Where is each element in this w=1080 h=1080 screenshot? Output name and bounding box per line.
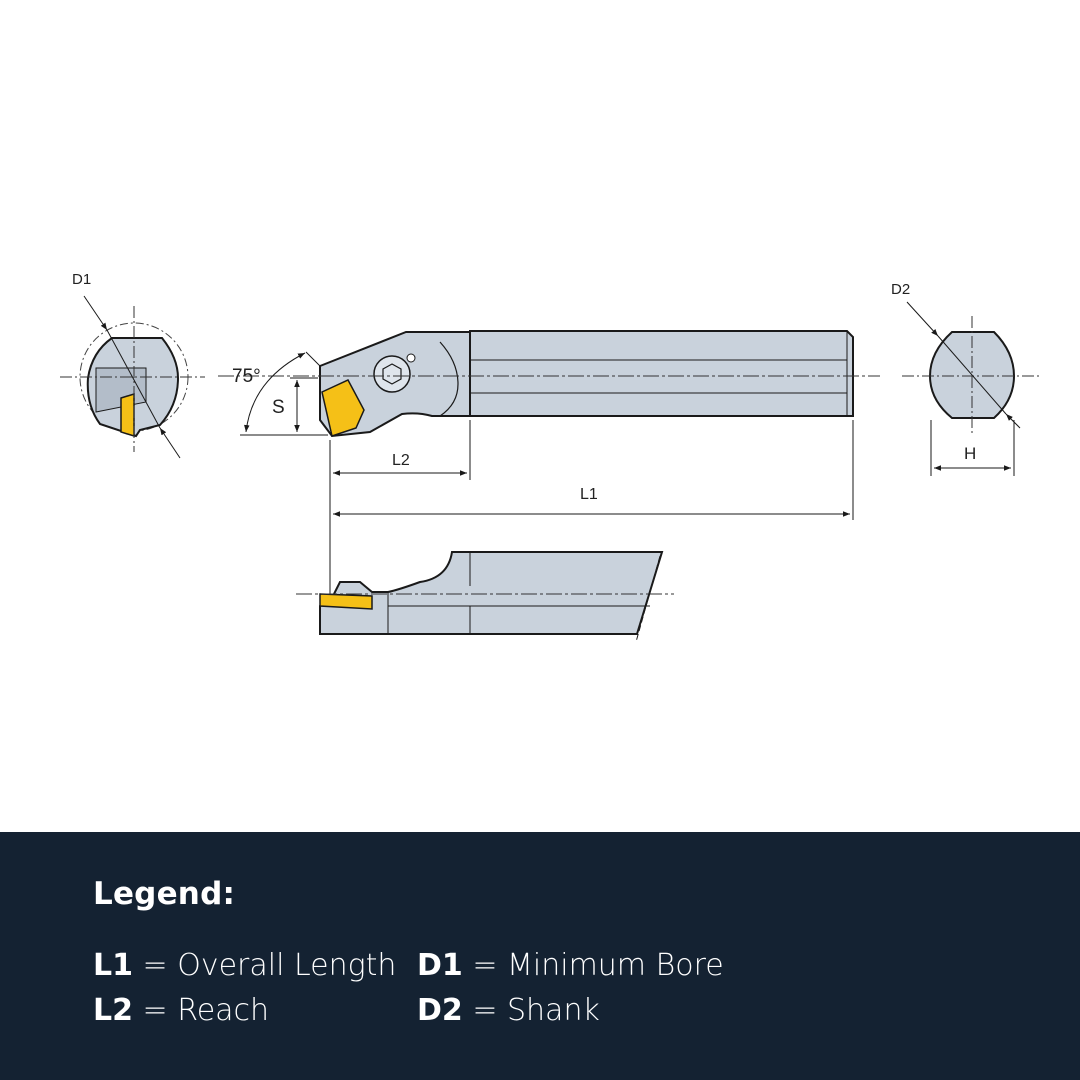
legend-separator: = xyxy=(133,993,178,1028)
legend-panel xyxy=(0,832,1080,1080)
legend-item-l2: L2 = Reach xyxy=(93,993,269,1028)
insert-side-view xyxy=(321,379,365,437)
d2-dimension-arrow xyxy=(906,301,939,337)
d1-label: D1 xyxy=(72,271,91,288)
legend-item-l1: L1 = Overall Length xyxy=(93,948,396,983)
side-view-main xyxy=(218,330,880,438)
legend-key: L1 xyxy=(93,948,133,983)
insert-bottom-view xyxy=(319,593,373,610)
l2-label: L2 xyxy=(392,452,410,469)
l1-label: L1 xyxy=(580,486,598,503)
legend-key: D1 xyxy=(417,948,463,983)
legend-description: Minimum Bore xyxy=(507,948,724,983)
legend-item-d1: D1 = Minimum Bore xyxy=(417,948,724,983)
clamp-screw-icon xyxy=(373,355,411,393)
legend-description: Shank xyxy=(507,993,600,1028)
end-view-right: D2 H xyxy=(891,281,1040,476)
legend-title: Legend: xyxy=(93,876,236,912)
legend-key: L2 xyxy=(93,993,133,1028)
insert-end-view xyxy=(120,392,135,438)
s-label: S xyxy=(272,397,285,418)
angle-and-s-dimension: 75° S xyxy=(232,351,328,436)
legend-item-d2: D2 = Shank xyxy=(417,993,600,1028)
length-dimensions: L2 L1 xyxy=(329,420,854,600)
h-label: H xyxy=(964,444,976,463)
technical-drawing: D1 75° S xyxy=(60,271,1040,643)
legend-separator: = xyxy=(462,993,507,1028)
legend-separator: = xyxy=(133,948,178,983)
legend-description: Reach xyxy=(177,993,270,1028)
legend-separator: = xyxy=(462,948,507,983)
angle-label: 75° xyxy=(232,366,261,387)
d1-dimension-arrow xyxy=(83,295,108,331)
legend-key: D2 xyxy=(417,993,463,1028)
side-view-bottom xyxy=(296,551,674,643)
legend-description: Overall Length xyxy=(177,948,397,983)
end-view-left: D1 xyxy=(60,271,205,459)
boring-bar-drawing: D1 75° S xyxy=(60,271,1040,643)
d2-label: D2 xyxy=(891,281,910,298)
